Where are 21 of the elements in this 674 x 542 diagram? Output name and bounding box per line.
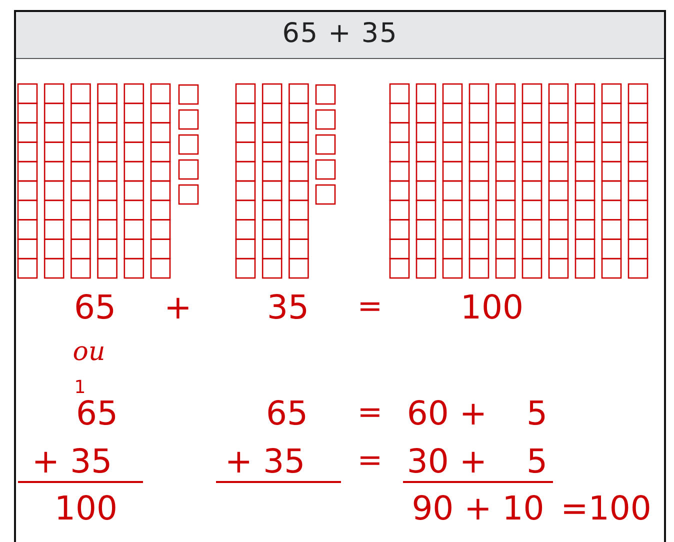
addition-term: + 35 [32,444,112,478]
sum-expression: 90 + 10 [412,492,544,524]
number: 65 [266,396,308,430]
equals-sign: = [357,292,383,322]
number: 65 [76,396,118,430]
sum-expression: =100 [560,492,652,524]
addition-term: 60 + [406,396,488,430]
number: 5 [526,444,548,478]
addition-term: 30 + [406,444,488,478]
number: 100 [460,290,524,324]
number: 5 [526,396,548,430]
note-text: ou [72,339,106,365]
number: 65 [74,290,116,324]
number: 100 [54,492,118,524]
equals-sign: = [357,398,383,428]
equals-sign: = [357,446,383,476]
addition-term: + 35 [224,444,306,478]
title-text: 65 + 35 [282,18,398,49]
plus-sign: + [164,290,192,324]
number: 35 [267,290,309,324]
carry-digit: 1 [74,379,86,397]
